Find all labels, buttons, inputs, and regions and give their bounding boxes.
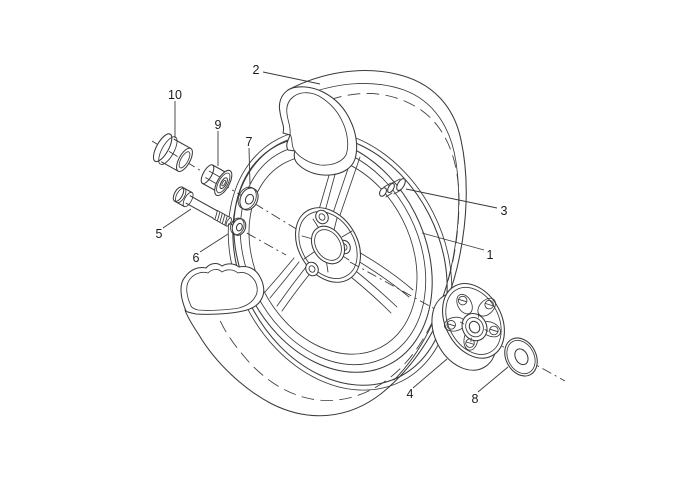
washer-hole <box>514 348 529 366</box>
bolt-threads <box>212 210 232 227</box>
wheel-hub <box>295 207 361 283</box>
hub-bolt-hole <box>305 261 319 277</box>
tire-section-inner-top <box>286 92 349 166</box>
callout-label-3: 3 <box>501 204 508 218</box>
collar-front <box>176 147 193 173</box>
damper-hub-assembly <box>431 283 505 371</box>
collar-bore <box>178 151 191 169</box>
washer-7 <box>237 186 259 211</box>
valve-base <box>396 178 406 191</box>
callout-label-9: 9 <box>215 118 222 132</box>
axle-bolt <box>172 186 232 227</box>
hub-spline-bore <box>460 313 489 342</box>
hub-bolt-hole <box>315 209 329 225</box>
callout-label-5: 5 <box>156 227 163 241</box>
spacer-collar <box>152 133 193 173</box>
callout-label-8: 8 <box>472 392 479 406</box>
callout-leader-2 <box>262 71 321 85</box>
valve-stem <box>379 178 406 198</box>
callout-label-1: 1 <box>487 248 494 262</box>
callout-leader-3 <box>405 188 498 209</box>
valve-cap <box>379 187 387 197</box>
callout-leader-4 <box>412 358 448 389</box>
axle-nut <box>200 164 233 197</box>
washer-6 <box>230 217 247 236</box>
washer-hole <box>235 222 243 232</box>
bolt-tip <box>225 217 232 227</box>
tire-section-inner-bottom <box>186 269 258 311</box>
callout-label-7: 7 <box>246 135 253 149</box>
callout-label-10: 10 <box>168 88 182 102</box>
callout-leader-5 <box>162 208 192 229</box>
tire-section-face-bottom <box>180 263 265 315</box>
washer-hole <box>244 193 255 205</box>
callout-label-2: 2 <box>253 63 260 77</box>
callout-leader-6 <box>199 233 229 253</box>
callout-leader-1 <box>421 232 485 251</box>
cast-wheel <box>233 137 433 373</box>
callout-leader-8 <box>477 366 509 393</box>
tire-tread-centerline <box>218 93 460 401</box>
tire-section-face-top <box>278 86 358 176</box>
washer-8 <box>504 337 538 377</box>
axis-line-upper <box>151 140 317 242</box>
callout-leaders <box>162 71 509 393</box>
callout-label-6: 6 <box>193 251 200 265</box>
callout-label-4: 4 <box>407 387 414 401</box>
callout-leader-7 <box>248 147 251 186</box>
callout-labels: 1 2 3 4 5 6 7 8 9 10 <box>156 63 508 406</box>
